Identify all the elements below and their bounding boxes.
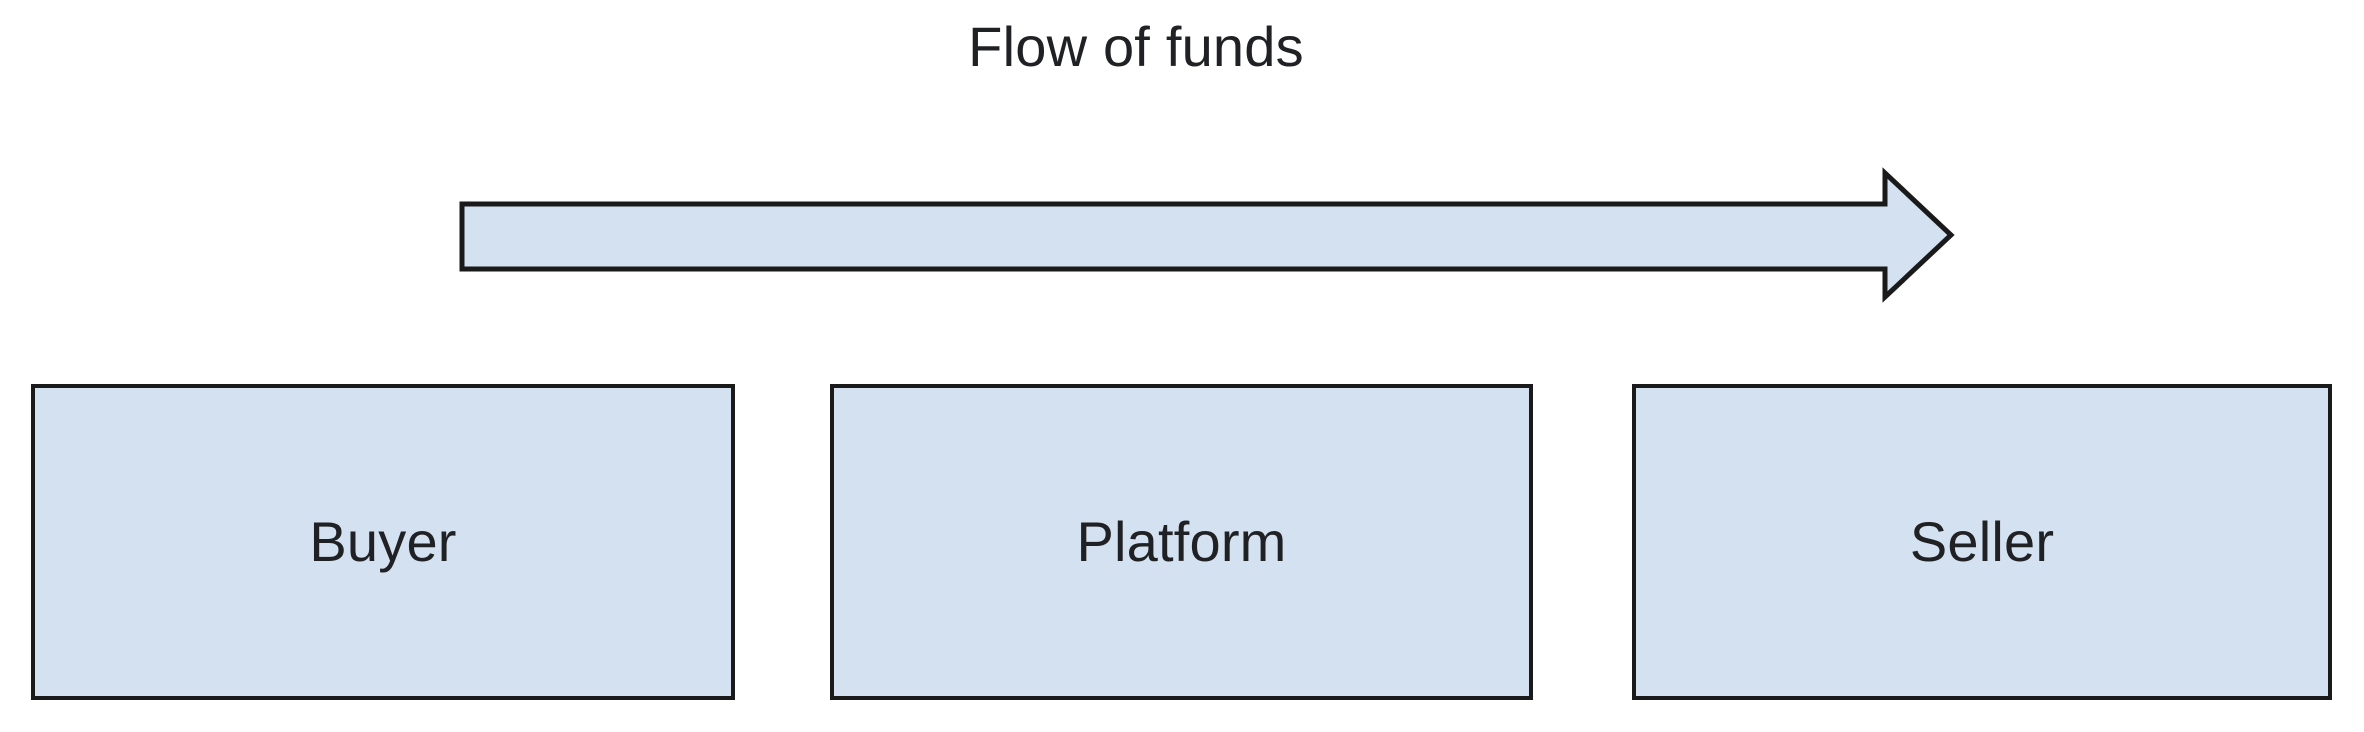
entity-box-platform[interactable]: Platform [830, 384, 1533, 700]
entity-box-buyer[interactable]: Buyer [31, 384, 735, 700]
arrow-shape [459, 167, 1955, 303]
flow-arrow-icon [459, 167, 1955, 303]
entity-label-platform: Platform [1076, 510, 1287, 573]
diagram-title: Flow of funds [968, 15, 1304, 78]
entity-box-seller[interactable]: Seller [1632, 384, 2332, 700]
flow-of-funds-arrow [452, 163, 1962, 307]
entity-label-buyer: Buyer [309, 510, 457, 573]
entity-label-seller: Seller [1909, 510, 2055, 573]
